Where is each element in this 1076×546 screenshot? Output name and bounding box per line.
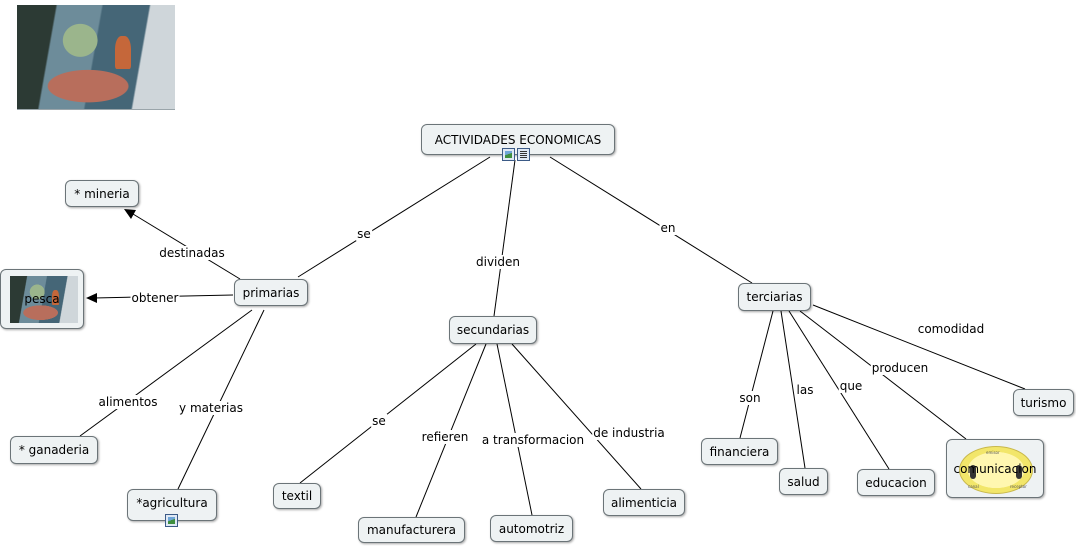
concept-label: *agricultura [136, 496, 208, 510]
link-label-en: en [659, 221, 677, 235]
concept-pesca[interactable]: pesca [0, 269, 84, 329]
concept-label: alimenticia [610, 495, 678, 510]
concept-label: primarias [242, 285, 300, 300]
person-figure [970, 465, 976, 479]
concept-label: terciarias [746, 290, 803, 304]
concept-label: comunicacion [953, 461, 1037, 476]
arrowhead-mineria [124, 209, 136, 219]
concept-label: financiera [709, 444, 770, 459]
concept-agricultura[interactable]: *agricultura [127, 489, 217, 521]
link-label-refieren: refieren [420, 430, 470, 444]
link-label-de-industria: de industria [592, 426, 666, 440]
link-label-producen: producen [870, 361, 930, 375]
link-label-son: son [738, 391, 762, 405]
communication-logo: emisor canal receptor [959, 446, 1033, 494]
fisherman-figure [52, 290, 59, 306]
link-label-a-transformacion: a transformacion [480, 433, 586, 447]
link-label-que: que [838, 379, 864, 393]
document-icon[interactable] [517, 148, 530, 161]
link-label-y-materias: y materias [178, 401, 244, 415]
logo-text: emisor [986, 450, 1000, 455]
concept-label: ACTIVIDADES ECONOMICAS [434, 132, 602, 147]
concept-salud[interactable]: salud [779, 468, 828, 495]
link-label-dividen: dividen [475, 255, 521, 269]
concept-textil[interactable]: textil [273, 483, 321, 509]
link-label-alimentos: alimentos [97, 395, 159, 409]
concept-educacion[interactable]: educacion [857, 469, 935, 496]
concept-comunicacion[interactable]: emisor canal receptor comunicacion [946, 439, 1044, 498]
link-label-destinadas: destinadas [158, 246, 226, 260]
concept-terciarias[interactable]: terciarias [738, 283, 811, 311]
link-label-comodidad: comodidad [916, 322, 986, 336]
concept-label: educacion [865, 475, 927, 490]
image-icon[interactable] [165, 514, 178, 527]
concept-mineria[interactable]: * mineria [65, 180, 139, 207]
concept-automotriz[interactable]: automotriz [490, 515, 573, 542]
link-label-obtener: obtener [130, 291, 180, 305]
concept-label: * mineria [74, 186, 130, 201]
agricultura-resource-icons [165, 514, 178, 527]
concept-label: pesca [24, 292, 60, 306]
image-icon[interactable] [502, 148, 515, 161]
fisherman-figure [114, 36, 131, 70]
link-label-las: las [795, 383, 815, 397]
fishing-boat-photo [10, 276, 78, 323]
concept-ganaderia[interactable]: * ganaderia [10, 436, 98, 464]
root-resource-icons [502, 148, 530, 161]
concept-label: textil [281, 489, 313, 503]
concept-label: * ganaderia [18, 443, 90, 457]
logo-text: receptor [1010, 484, 1027, 489]
concept-secundarias[interactable]: secundarias [449, 316, 537, 344]
logo-text: canal [968, 484, 979, 489]
person-figure [1016, 465, 1022, 479]
link-label-se: se [356, 227, 372, 241]
concept-label: secundarias [456, 323, 530, 337]
concept-primarias[interactable]: primarias [234, 279, 308, 306]
concept-label: turismo [1020, 395, 1067, 410]
fishing-boat-photo [17, 5, 175, 110]
arrowhead-pesca [86, 293, 97, 303]
concept-turismo[interactable]: turismo [1013, 389, 1074, 416]
concept-alimenticia[interactable]: alimenticia [603, 489, 685, 516]
concept-label: salud [787, 474, 820, 489]
concept-financiera[interactable]: financiera [701, 438, 778, 465]
concept-label: automotriz [498, 521, 565, 536]
concept-manufacturera[interactable]: manufacturera [358, 517, 465, 543]
link-label-se: se [371, 414, 387, 428]
concept-label: manufacturera [366, 523, 457, 537]
